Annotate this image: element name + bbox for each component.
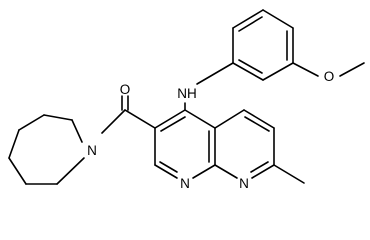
bond-aryl-c1-c2 <box>232 62 264 81</box>
azepane-ring <box>8 114 85 185</box>
bond-c4-c4a <box>184 109 216 129</box>
bond-aryl-c4-c5 <box>262 9 294 29</box>
bond-aryl-c1-c2-inner <box>238 59 263 74</box>
bond-c7-n8-inner <box>250 161 269 173</box>
bond-azepane-c1-c2 <box>43 114 73 121</box>
bond-azepane-c3-c4 <box>8 129 20 159</box>
bond-c3-carbonyl <box>124 109 156 129</box>
bond-azepane-c2-c3 <box>18 114 45 131</box>
bond-aryl-c2-c3 <box>262 62 294 81</box>
bond-c8a-n1 <box>192 164 216 179</box>
bond-carbonyl-nitrogen <box>101 109 126 134</box>
bond-c7-n8 <box>251 164 275 179</box>
bond-azepane-n-c1 <box>71 119 83 143</box>
naphthyridine-core <box>154 109 275 179</box>
bond-aryl-ether-oxygen <box>292 62 319 77</box>
molecule-diagram: O N NH O N N <box>8 9 365 191</box>
atom-label-azepane-nitrogen: N <box>87 143 97 158</box>
bond-aryl-c5-c6-inner <box>238 16 263 32</box>
bond-aryl-c5-c6 <box>232 9 264 29</box>
atom-label-ether-oxygen: O <box>324 69 335 84</box>
structure-canvas: O N NH O N N <box>8 9 365 191</box>
bond-azepane-c4-c5 <box>8 157 27 185</box>
bond-c3-c4 <box>154 109 186 129</box>
bond-c5-c6 <box>243 109 275 129</box>
bond-n1-c2-inner <box>159 161 178 173</box>
bond-azepane-c6-n <box>56 157 85 185</box>
bond-ether-methyl <box>339 62 365 77</box>
carbonyl-group <box>101 95 156 134</box>
bond-nh-aryl <box>196 62 234 85</box>
bond-c3-c4-inner <box>160 116 186 132</box>
atom-label-ring-nitrogen-8: N <box>239 176 249 191</box>
bond-c4a-c5 <box>214 109 245 129</box>
bond-c7-methyl <box>273 164 305 184</box>
bond-n8-c8a <box>214 164 238 179</box>
atom-label-carbonyl-oxygen: O <box>120 82 131 97</box>
atom-label-ring-nitrogen-1: N <box>180 176 190 191</box>
bond-n1-c2 <box>154 164 178 179</box>
bond-c5-c6-inner <box>244 116 270 132</box>
atom-label-amine: NH <box>177 86 197 101</box>
methoxyphenyl-ring <box>232 9 294 81</box>
